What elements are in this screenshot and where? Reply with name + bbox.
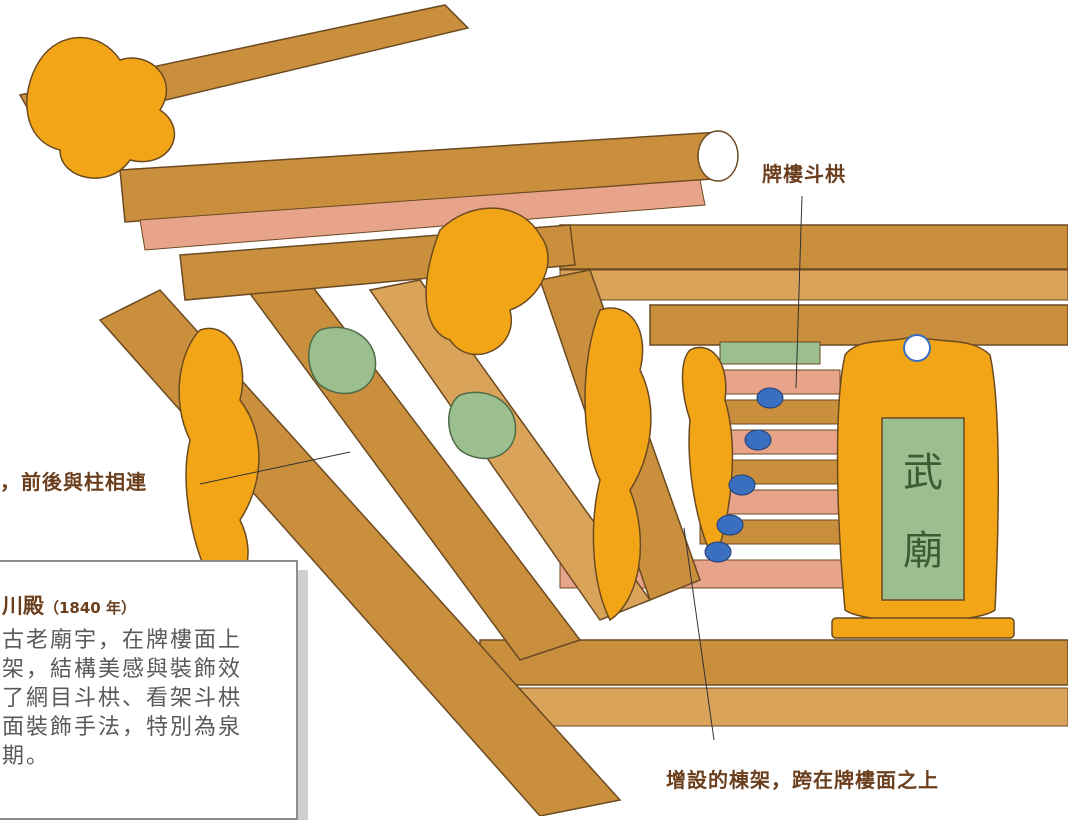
bottom-beam-2 [479, 687, 1068, 727]
info-line: 期。 [2, 744, 51, 769]
beam-1 [559, 224, 1068, 270]
leader-line-left [199, 451, 351, 485]
info-title: 川殿（1840 年） [2, 590, 136, 620]
plaque-char-1: 武 [903, 450, 943, 496]
plaque-char-2: 廟 [903, 528, 943, 574]
info-line: 架，結構美感與裝飾效 [2, 657, 243, 682]
blue-bracket-4 [716, 514, 744, 536]
blue-bracket-5 [704, 541, 732, 563]
blue-bracket-1 [756, 387, 784, 409]
bottom-beam-1 [479, 639, 1068, 686]
hanging-lantern-1 [308, 326, 377, 395]
blue-bracket-3 [728, 474, 756, 496]
hanging-lantern-2 [448, 391, 517, 460]
plaque-board [881, 417, 965, 601]
label-bracket: 牌樓斗栱 [762, 162, 846, 186]
pink-beam [139, 179, 706, 251]
blue-bracket-2 [744, 429, 772, 451]
green-bracket [719, 341, 821, 365]
ornament-dragon-top [26, 36, 176, 179]
ornament-strut-left [178, 327, 260, 587]
info-line: 面裝飾手法，特別為泉 [2, 715, 243, 740]
info-line: 了網目斗栱、看架斗栱 [2, 686, 243, 711]
leader-line-top [795, 195, 803, 389]
purlin-end [697, 130, 739, 182]
beam-3 [649, 304, 1068, 346]
ornament-center [425, 207, 549, 356]
plaque-base [831, 617, 1015, 639]
ornament-strut-right [584, 307, 652, 622]
leader-line-bottom [683, 527, 715, 741]
info-line: 古老廟宇，在牌樓面上 [2, 628, 243, 653]
beam-2 [559, 269, 1068, 301]
info-title-text: 川殿 [2, 594, 44, 618]
info-year: （1840 年） [44, 599, 136, 617]
info-box: 川殿（1840 年） 古老廟宇，在牌樓面上 架，結構美感與裝飾效 了網目斗栱、看… [0, 560, 298, 820]
label-column-connection: ，前後與柱相連 [0, 470, 147, 494]
label-added-truss: 增設的棟架，跨在牌樓面之上 [666, 768, 939, 792]
info-body: 古老廟宇，在牌樓面上 架，結構美感與裝飾效 了網目斗栱、看架斗栱 面裝飾手法，特… [2, 626, 242, 771]
plaque-crown [903, 334, 931, 362]
